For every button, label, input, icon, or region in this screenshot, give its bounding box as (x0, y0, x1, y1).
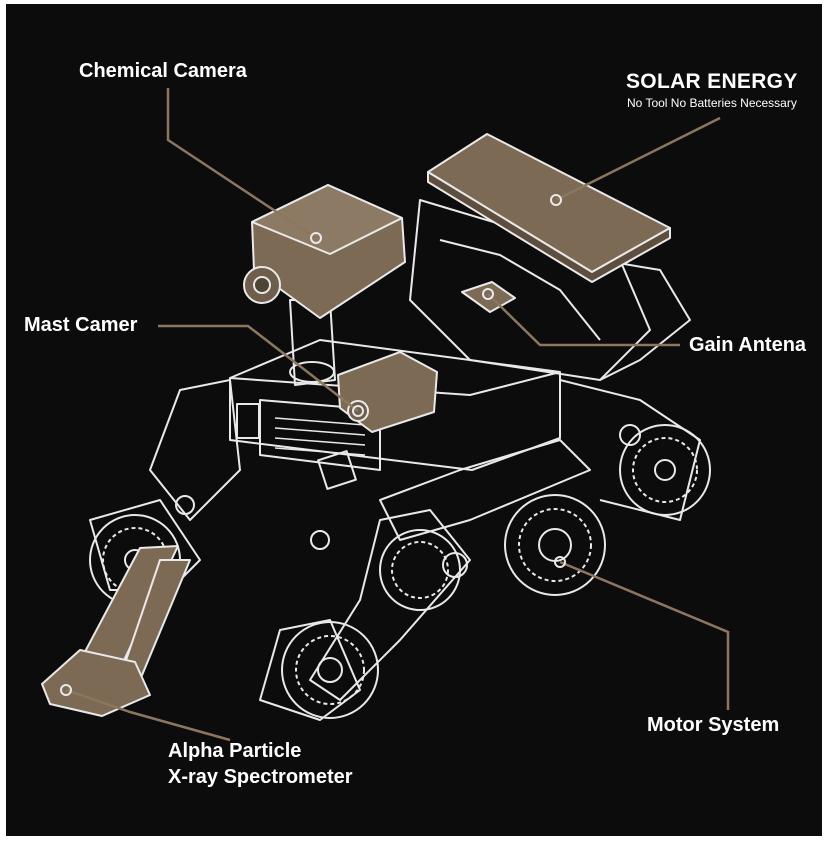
rear-leg (259, 619, 361, 721)
mast-camera-label: Mast Camer (24, 314, 138, 336)
front-leg-right (309, 509, 471, 701)
leader-solar-energy (555, 116, 721, 202)
spectrometer-label-line1: Alpha Particle (168, 740, 302, 762)
hub-joint-2 (175, 495, 195, 515)
leader-spectrometer (65, 688, 231, 742)
wheel-far-right (619, 424, 711, 516)
highlighted-parts (41, 133, 671, 717)
mast-base (289, 361, 335, 383)
chassis-vent-left (236, 403, 260, 439)
spectrometer-head (41, 649, 151, 717)
mid-strut (379, 439, 591, 541)
solar-panel-edge (427, 171, 671, 283)
leader-motor-system (559, 560, 730, 710)
motor-system-label: Motor System (647, 714, 780, 736)
rear-frame-inner (439, 239, 601, 341)
chassis-body (229, 371, 561, 471)
chassis-grille (274, 417, 366, 456)
leader-chemical-camera (166, 88, 317, 240)
leader-gain-antenna (487, 293, 680, 347)
leader-mast-camera (158, 324, 359, 412)
leader-lines (65, 88, 730, 742)
chemical-camera-top (251, 184, 403, 255)
spectrometer-label-line2: X-ray Spectrometer (168, 766, 353, 788)
wheel-rear-left (281, 621, 379, 719)
gain-antenna-label: Gain Antena (689, 334, 807, 356)
chemical-camera-lens-inner (253, 276, 271, 294)
gain-antenna-dish (461, 281, 516, 313)
leader-dots (60, 194, 566, 696)
hub-joint-3 (310, 530, 330, 550)
chassis-vent-right (317, 450, 357, 490)
chemical-camera-label: Chemical Camera (79, 60, 247, 82)
solar-energy-title: SOLAR ENERGY (626, 70, 798, 93)
rocker-left (149, 379, 241, 521)
wheel-mid (379, 529, 468, 611)
solar-energy-subtitle: No Tool No Batteries Necessary (627, 96, 797, 110)
hub-joint-1 (619, 424, 641, 446)
rear-arm (599, 259, 691, 381)
front-leg-left (89, 499, 201, 591)
